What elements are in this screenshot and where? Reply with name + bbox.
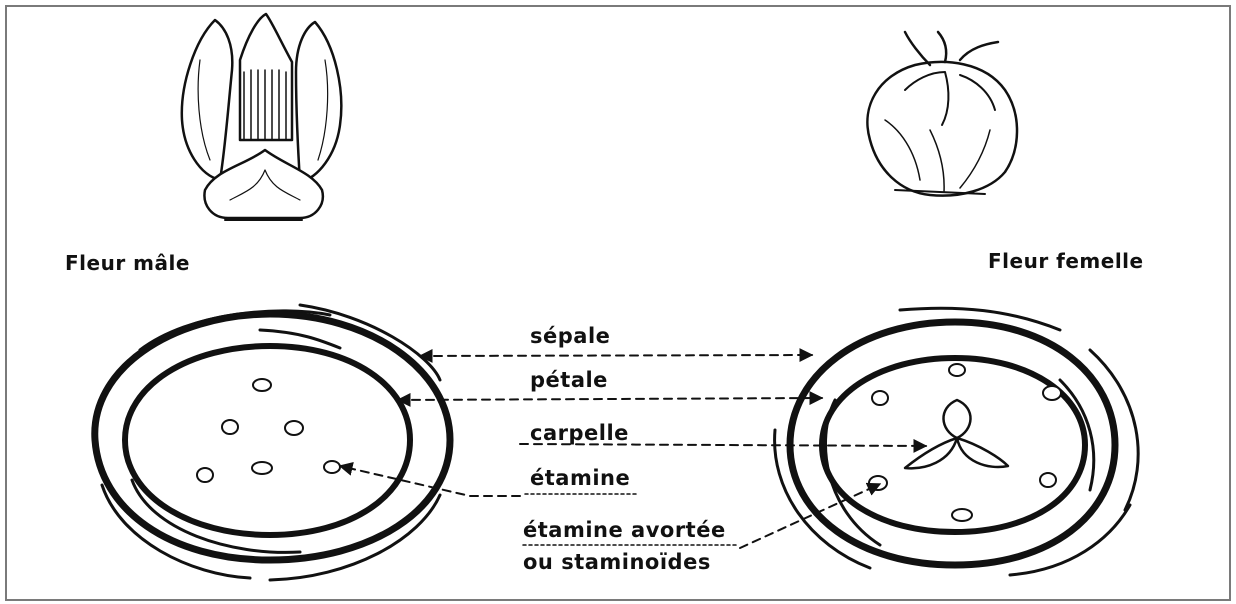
female-carpels bbox=[905, 400, 1008, 468]
label-petal: pétale bbox=[530, 368, 608, 392]
male-stamens bbox=[197, 379, 340, 482]
male-floral-diagram bbox=[95, 305, 450, 580]
male-petal-ring bbox=[125, 346, 410, 535]
label-sepal: sépale bbox=[530, 324, 610, 348]
male-sepal-ring bbox=[95, 314, 450, 560]
label-aborted-stamen: étamine avortée bbox=[523, 518, 726, 542]
caption-male-flower: Fleur mâle bbox=[65, 251, 190, 275]
female-flower-drawing bbox=[867, 32, 1017, 196]
male-flower-drawing bbox=[182, 14, 341, 220]
label-staminodes: ou staminoïdes bbox=[523, 550, 711, 574]
female-floral-diagram bbox=[775, 308, 1139, 575]
label-carpel: carpelle bbox=[530, 421, 629, 445]
caption-female-flower: Fleur femelle bbox=[988, 249, 1144, 273]
label-stamen: étamine bbox=[530, 466, 630, 490]
